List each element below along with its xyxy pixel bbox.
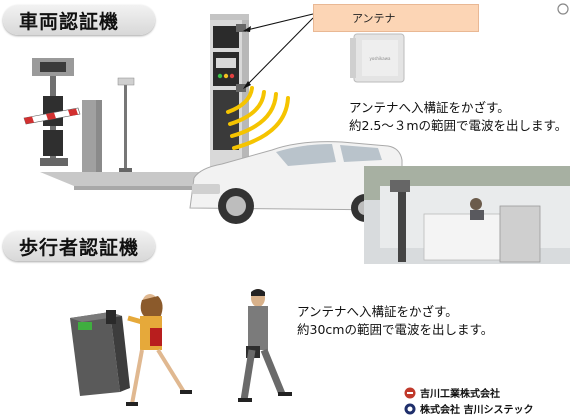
company-logo-2: 株式会社 吉川システック — [404, 401, 533, 416]
walking-man-figure — [238, 289, 292, 402]
pedestrian-authenticator-heading: 歩行者認証機 — [3, 231, 155, 261]
vehicle-description-line1: アンテナへ入構証をかざす。 — [349, 100, 510, 115]
pedestrian-description-line1: アンテナへ入構証をかざす。 — [297, 304, 458, 319]
vehicle-description-line2: 約2.5～３mの範囲で電波を出します。 — [349, 118, 568, 133]
antenna-callout: アンテナ — [313, 4, 479, 32]
radio-waves — [226, 86, 290, 150]
company-name-2: 株式会社 吉川システック — [420, 405, 534, 416]
gate-barrier-machine — [23, 58, 102, 172]
camera-pole — [117, 77, 135, 172]
company-logo-1: 吉川工業株式会社 — [404, 385, 500, 400]
antenna-device-photo: yoshikawa — [350, 33, 405, 83]
yoshikawa-logo-mark-icon — [404, 387, 416, 398]
pedestrian-gate — [70, 310, 130, 396]
systec-logo-mark-icon — [404, 403, 416, 414]
vehicle-authenticator-heading: 車両認証機 — [3, 5, 155, 35]
pedestrian-description-line2: 約30cmの範囲で電波を出します。 — [297, 322, 494, 337]
company-name-1: 吉川工業株式会社 — [420, 389, 500, 400]
svg-text:yoshikawa: yoshikawa — [370, 56, 392, 61]
walking-woman-figure — [126, 294, 192, 406]
pedestrian-description: アンテナへ入構証をかざす。 約30cmの範囲で電波を出します。 — [297, 303, 493, 339]
antenna-pillar — [210, 14, 249, 170]
gate-photo — [364, 166, 570, 264]
vehicle-description: アンテナへ入構証をかざす。 約2.5～３mの範囲で電波を出します。 — [349, 99, 567, 135]
circle-icon — [557, 3, 569, 15]
